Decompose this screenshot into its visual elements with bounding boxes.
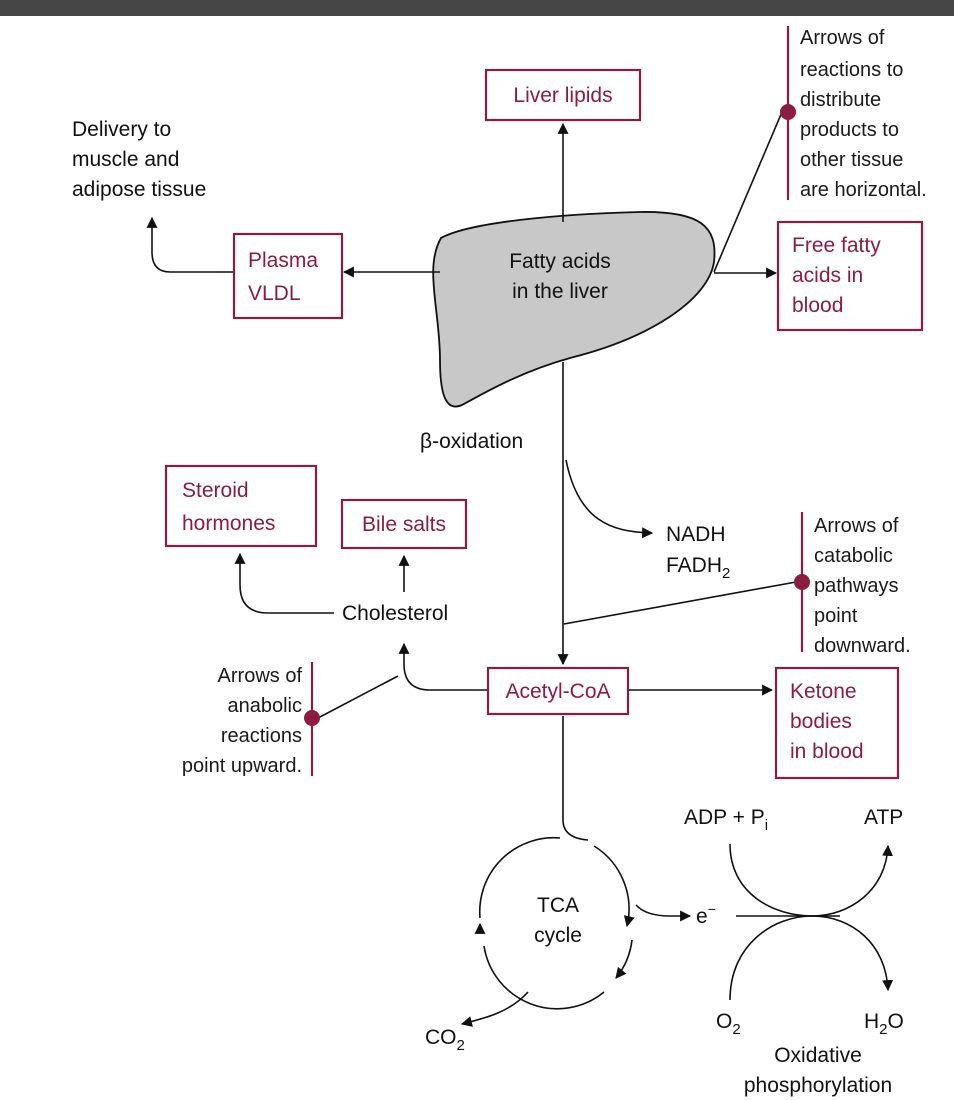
note-horizontal-line5: other tissue [800,149,903,171]
plasma-vldl-line2: VLDL [248,282,301,305]
arrow-o2-to-h2o [729,915,894,1001]
note-catabolic-line2: catabolic [814,545,893,567]
ketone-bodies-line2: bodies [790,710,852,733]
note-anabolic-line1: Arrows of [218,665,303,687]
atp-label: ATP [864,806,903,829]
arrow-to-co2 [460,991,529,1027]
arrow-to-electron [635,904,692,922]
box-plasma-vldl: Plasma VLDL [232,232,344,320]
liver-shape [432,211,716,408]
tca-label-line2: cycle [534,924,582,947]
box-free-fatty-acids: Free fatty acids in blood [776,220,924,332]
note-anabolic-line4: point upward. [182,755,302,777]
liver-label-line1: Fatty acids [509,250,611,273]
tca-label-line1: TCA [537,894,579,917]
note-anabolic-line2: anabolic [227,695,302,717]
note-catabolic-line5: downward. [814,635,911,657]
note-catabolic-line1: Arrows of [814,515,899,537]
cholesterol-label: Cholesterol [342,602,448,625]
arrow-adp-to-atp [729,843,894,917]
note-horizontal-pointer [713,111,783,273]
note-horizontal-line4: products to [800,119,899,141]
electron-label: e− [696,901,716,928]
ketone-bodies-line3: in blood [790,740,864,763]
bile-salts-label: Bile salts [362,513,446,536]
delivery-line3: adipose tissue [72,178,206,201]
oxphos-line2: phosphorylation [744,1074,892,1097]
tca-arc-left [478,836,561,919]
free-fatty-acids-line2: acids in [792,264,863,287]
line-to-tca [562,716,589,841]
box-acetyl-coa: Acetyl-CoA [486,666,630,716]
note-anabolic-dot [304,710,320,726]
note-horizontal-line2: reactions to [800,59,903,81]
window-top-bar [0,0,954,16]
note-catabolic-line4: point [814,605,858,627]
free-fatty-acids-line1: Free fatty [792,234,881,257]
note-horizontal-dot [780,104,796,120]
box-bile-salts: Bile salts [340,498,468,550]
free-fatty-acids-line3: blood [792,294,843,317]
tca-arc-bottom [483,945,605,1010]
arrow-to-cholesterol [398,642,488,691]
arrow-to-nadh [565,459,654,539]
note-horizontal-line6: are horizontal. [800,179,927,201]
note-catabolic-dot [794,574,810,590]
note-catabolic-pointer [563,581,797,625]
steroid-hormones-line2: hormones [182,512,275,535]
o2-label: O2 [716,1010,741,1038]
h2o-label: H2O [864,1010,904,1038]
box-ketone-bodies: Ketone bodies in blood [774,666,900,780]
beta-oxidation-label: β-oxidation [420,430,523,453]
delivery-line1: Delivery to [72,118,171,141]
plasma-vldl-line1: Plasma [248,249,318,272]
steroid-hormones-line1: Steroid [182,479,249,502]
box-liver-lipids: Liver lipids [484,68,642,122]
note-horizontal-line3: distribute [800,89,881,111]
note-catabolic-line3: pathways [814,575,899,597]
fadh2-label: FADH2 [666,554,730,582]
co2-label: CO2 [425,1026,465,1054]
tca-arc-lower-right [615,939,633,979]
arrow-to-delivery [146,216,234,273]
adp-pi-label: ADP + Pi [684,806,768,834]
liver-lipids-label: Liver lipids [513,84,612,107]
box-steroid-hormones: Steroid hormones [164,464,318,548]
liver-label-line2: in the liver [512,280,608,303]
note-anabolic-pointer [317,675,399,719]
delivery-line2: muscle and [72,148,179,171]
nadh-label: NADH [666,523,726,546]
note-horizontal-line1: Arrows of [800,27,885,49]
note-anabolic-line3: reactions [221,725,302,747]
oxphos-line1: Oxidative [774,1044,862,1067]
tca-arc-right [593,845,635,928]
acetyl-coa-label: Acetyl-CoA [505,680,610,703]
arrow-to-steroid-hormones [234,552,334,614]
ketone-bodies-line1: Ketone [790,680,857,703]
